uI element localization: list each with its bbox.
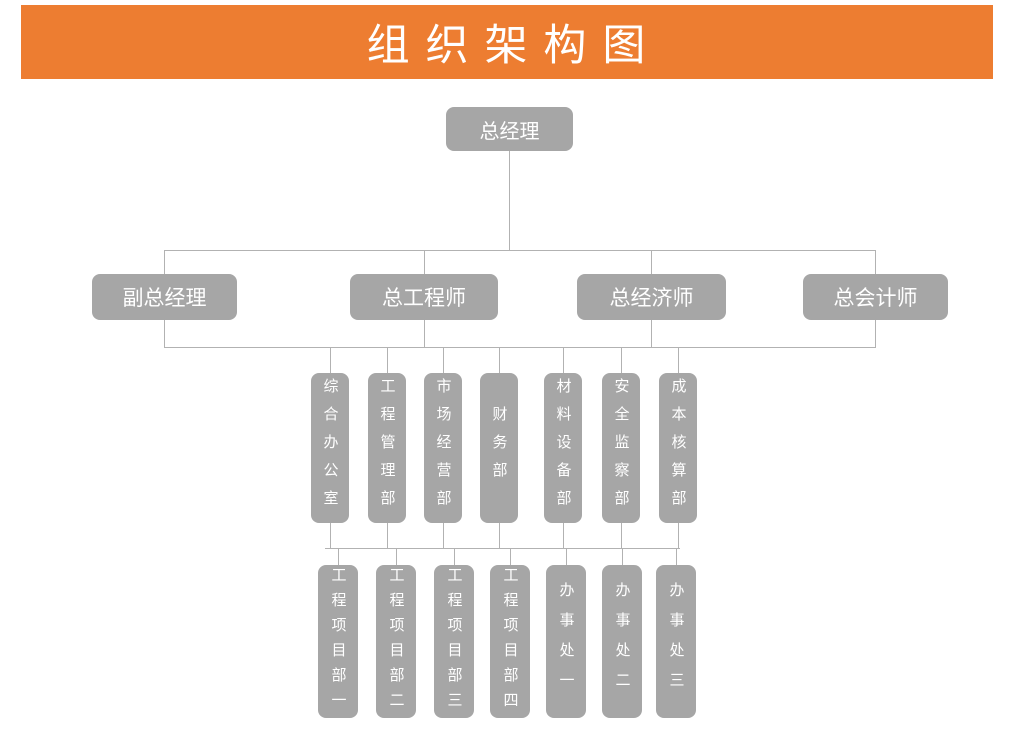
box-label: 工程项目部四 (501, 566, 519, 717)
box-label: 副总经理 (122, 287, 207, 310)
connector-l3-stub-top-2 (387, 347, 388, 373)
page-title: 组 织 架 构 图 (366, 22, 648, 70)
connector-l4-stub-1 (338, 548, 339, 565)
box-finance-dept: 财务部 (480, 373, 518, 523)
connector-l3-stub-bottom-5 (563, 523, 564, 548)
box-office-3: 办事处三 (656, 565, 696, 718)
box-label: 市场经营部 (434, 378, 452, 518)
box-cost-accounting-dept: 成本核算部 (659, 373, 697, 523)
connector-l4-stub-3 (454, 548, 455, 565)
box-label: 材料设备部 (554, 378, 572, 518)
box-project-dept-1: 工程项目部一 (318, 565, 358, 718)
connector-l3-stub-top-1 (330, 347, 331, 373)
box-market-operation-dept: 市场经营部 (424, 373, 462, 523)
box-office-1: 办事处一 (546, 565, 586, 718)
box-project-dept-4: 工程项目部四 (490, 565, 530, 718)
box-label: 工程项目部一 (329, 566, 347, 717)
box-label: 办事处三 (667, 581, 685, 702)
connector-l4-stub-4 (510, 548, 511, 565)
box-general-manager: 总经理 (446, 107, 573, 151)
box-project-dept-3: 工程项目部三 (434, 565, 474, 718)
box-label: 总经理 (479, 120, 540, 143)
connector-l4-stub-5 (566, 548, 567, 565)
connector-gm-drop (509, 151, 510, 250)
box-chief-economist: 总经济师 (577, 274, 726, 320)
connector-l4-stub-6 (622, 548, 623, 565)
box-engineering-management-dept: 工程管理部 (368, 373, 406, 523)
connector-l3-stub-bottom-6 (621, 523, 622, 548)
connector-l3-stub-top-7 (678, 347, 679, 373)
box-chief-engineer: 总工程师 (350, 274, 498, 320)
connector-l3-stub-bottom-4 (499, 523, 500, 548)
box-label: 总会计师 (833, 287, 918, 310)
box-deputy-general-manager: 副总经理 (92, 274, 237, 320)
box-office-2: 办事处二 (602, 565, 642, 718)
connector-l3-stub-bottom-7 (678, 523, 679, 548)
box-label: 工程项目部二 (387, 566, 405, 717)
box-label: 总工程师 (382, 287, 466, 310)
box-label: 财务部 (490, 406, 508, 490)
box-label: 安全监察部 (612, 378, 630, 518)
box-label: 办事处二 (613, 581, 631, 702)
connector-l3-stub-top-4 (499, 347, 500, 373)
connector-l3-stub-bottom-1 (330, 523, 331, 548)
connector-l4-stub-7 (676, 548, 677, 565)
box-label: 成本核算部 (669, 378, 687, 518)
box-project-dept-2: 工程项目部二 (376, 565, 416, 718)
connector-bus-mid (164, 347, 876, 348)
connector-l3-stub-bottom-2 (387, 523, 388, 548)
box-general-office: 综合办公室 (311, 373, 349, 523)
box-label: 办事处一 (557, 581, 575, 702)
connector-bus-top (164, 250, 876, 251)
connector-l3-stub-top-3 (443, 347, 444, 373)
connector-bus-low (325, 548, 680, 549)
box-safety-supervision-dept: 安全监察部 (602, 373, 640, 523)
connector-l4-stub-2 (396, 548, 397, 565)
box-label: 工程项目部三 (445, 566, 463, 717)
title-banner: 组 织 架 构 图 (21, 5, 993, 79)
box-label: 综合办公室 (321, 378, 339, 518)
box-label: 工程管理部 (378, 378, 396, 518)
connector-l3-stub-top-5 (563, 347, 564, 373)
connector-l3-stub-bottom-3 (443, 523, 444, 548)
box-label: 总经济师 (609, 287, 694, 310)
connector-l3-stub-top-6 (621, 347, 622, 373)
box-material-equipment-dept: 材料设备部 (544, 373, 582, 523)
box-chief-accountant: 总会计师 (803, 274, 948, 320)
